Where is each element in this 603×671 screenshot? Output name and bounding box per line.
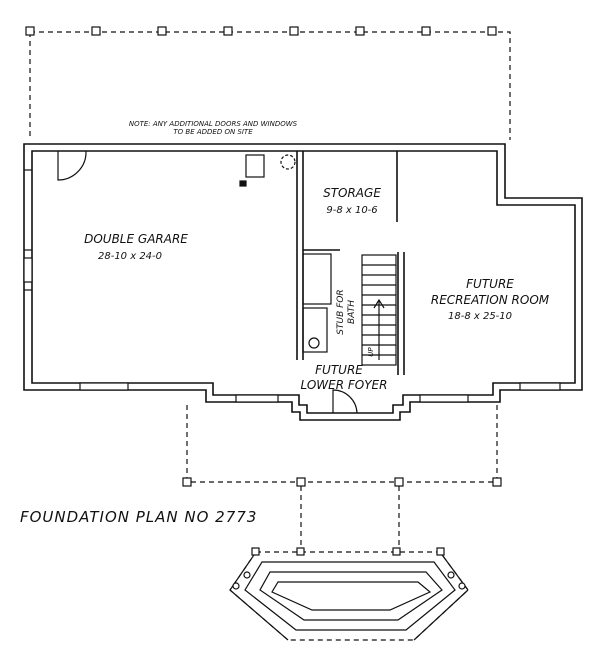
foyer-door-swing xyxy=(332,389,358,414)
deck-posts xyxy=(25,26,497,36)
plan-title: FOUNDATION PLAN NO 2773 xyxy=(20,508,257,526)
recreation-line2: RECREATION ROOM xyxy=(431,293,550,307)
storage-size: 9-8 x 10-6 xyxy=(326,205,377,216)
site-note-line2: TO BE ADDED ON SITE xyxy=(173,128,253,136)
porch-posts xyxy=(182,477,502,487)
utility-fixture-2 xyxy=(280,154,296,170)
garage-window-left xyxy=(23,257,33,283)
foyer-line2: LOWER FOYER xyxy=(301,378,388,392)
lower-porch-outline xyxy=(186,405,498,483)
step-posts xyxy=(232,547,466,590)
exterior-wall-inner xyxy=(31,150,576,414)
recreation-size: 18-8 x 25-10 xyxy=(448,311,512,322)
bath-tub-outline xyxy=(302,253,332,305)
stairs xyxy=(361,254,397,366)
foyer-line1: FUTURE xyxy=(315,363,363,377)
stairs-label: UP xyxy=(367,347,375,357)
exterior-wall-outer xyxy=(23,143,583,421)
recreation-line1: FUTURE xyxy=(466,277,514,291)
bath-stub-line2: BATH xyxy=(347,300,357,324)
site-note-line1: NOTE: ANY ADDITIONAL DOORS AND WINDOWS xyxy=(129,120,298,128)
upper-deck-outline xyxy=(29,31,511,140)
front-steps xyxy=(229,551,469,641)
utility-fixture-1 xyxy=(245,154,265,178)
bottom-windows xyxy=(79,382,561,403)
interior-wall-garage xyxy=(296,151,304,360)
bath-fixture-outline xyxy=(302,307,328,353)
garage-name: DOUBLE GARARE xyxy=(84,232,188,246)
bath-stub-line1: STUB FOR xyxy=(336,289,346,334)
storage-name: STORAGE xyxy=(323,186,381,200)
garage-size: 28-10 x 24-0 xyxy=(98,251,162,262)
garage-door-swing xyxy=(57,150,87,181)
